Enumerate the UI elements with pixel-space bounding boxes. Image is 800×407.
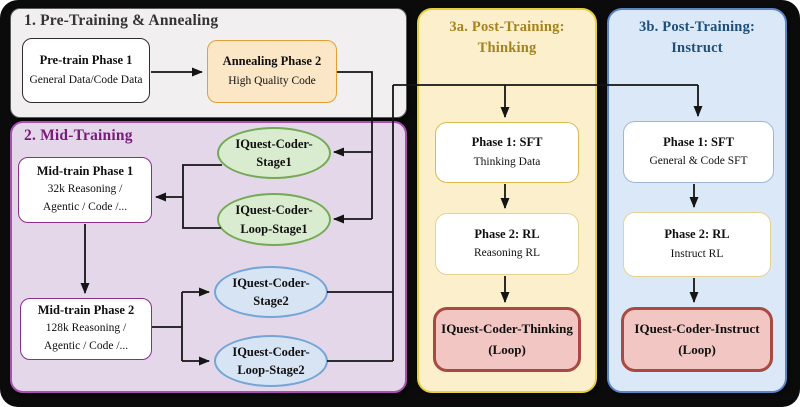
node-loop-stage2-line2: Loop-Stage2 bbox=[237, 363, 305, 377]
panel-pretraining-title: 1. Pre-Training & Annealing bbox=[24, 12, 219, 29]
node-thinking-phase1-sft: Phase 1: SFT Thinking Data bbox=[435, 122, 579, 183]
node-iquest-coder-instruct-result: IQuest-Coder-Instruct (Loop) bbox=[621, 307, 773, 372]
node-instruct-phase1-title: Phase 1: SFT bbox=[663, 134, 734, 149]
node-thinking-result-line2: (Loop) bbox=[488, 341, 526, 357]
node-midtrain-phase1-line2: Agentic / Code /... bbox=[42, 200, 128, 213]
node-instruct-result-line1: IQuest-Coder-Instruct bbox=[634, 321, 760, 337]
node-instruct-result-line2: (Loop) bbox=[678, 341, 716, 357]
panel-thinking-title-line1: 3a. Post-Training: bbox=[449, 19, 565, 35]
panel-instruct-title: 3b. Post-Training: Instruct bbox=[607, 17, 787, 59]
node-iquest-coder-thinking-result: IQuest-Coder-Thinking (Loop) bbox=[433, 307, 581, 372]
panel-instruct-title-line2: Instruct bbox=[671, 40, 723, 56]
node-midtrain-phase1: Mid-train Phase 1 32k Reasoning / Agenti… bbox=[18, 157, 152, 223]
panel-thinking-title-line2: Thinking bbox=[477, 40, 537, 56]
panel-thinking-title: 3a. Post-Training: Thinking bbox=[417, 17, 597, 59]
node-thinking-phase1-subtitle: Thinking Data bbox=[473, 155, 541, 168]
node-stage1-line1: IQuest-Coder- bbox=[235, 136, 313, 151]
node-instruct-phase1-subtitle: General & Code SFT bbox=[649, 155, 748, 168]
node-iquest-coder-stage2: IQuest-Coder- Stage2 bbox=[214, 266, 328, 318]
node-instruct-phase1-sft: Phase 1: SFT General & Code SFT bbox=[623, 121, 774, 183]
node-instruct-phase2-rl: Phase 2: RL Instruct RL bbox=[623, 212, 771, 277]
node-pretrain-phase1-subtitle: General Data/Code Data bbox=[29, 73, 143, 86]
node-stage1-line2: Stage1 bbox=[256, 155, 292, 169]
node-midtrain-phase1-line1: 32k Reasoning / bbox=[47, 182, 123, 195]
node-iquest-coder-loop-stage2: IQuest-Coder- Loop-Stage2 bbox=[214, 335, 328, 387]
node-thinking-phase2-subtitle: Reasoning RL bbox=[473, 247, 541, 260]
node-loop-stage1-line1: IQuest-Coder- bbox=[235, 203, 313, 218]
node-annealing-phase2: Annealing Phase 2 High Quality Code bbox=[207, 40, 337, 103]
node-instruct-phase2-title: Phase 2: RL bbox=[664, 227, 730, 242]
node-loop-stage2-line1: IQuest-Coder- bbox=[232, 344, 310, 359]
node-stage2-line2: Stage2 bbox=[253, 294, 289, 308]
node-loop-stage1-line2: Loop-Stage1 bbox=[240, 221, 308, 236]
node-thinking-phase2-title: Phase 2: RL bbox=[474, 226, 540, 241]
panel-instruct-title-line1: 3b. Post-Training: bbox=[638, 19, 756, 35]
node-annealing-phase2-title: Annealing Phase 2 bbox=[222, 54, 322, 69]
node-midtrain-phase2-line2: Agentic / Code /... bbox=[43, 339, 129, 352]
node-instruct-phase2-subtitle: Instruct RL bbox=[670, 247, 724, 260]
node-stage2-line1: IQuest-Coder- bbox=[232, 275, 310, 290]
node-midtrain-phase2-line1: 128k Reasoning / bbox=[45, 321, 127, 334]
node-iquest-coder-loop-stage1: IQuest-Coder- Loop-Stage1 bbox=[217, 193, 331, 246]
node-pretrain-phase1: Pre-train Phase 1 General Data/Code Data bbox=[22, 38, 150, 103]
panel-midtraining-title: 2. Mid-Training bbox=[24, 127, 133, 144]
node-thinking-result-line1: IQuest-Coder-Thinking bbox=[441, 321, 573, 337]
node-pretrain-phase1-title: Pre-train Phase 1 bbox=[39, 53, 133, 68]
node-thinking-phase1-title: Phase 1: SFT bbox=[471, 135, 543, 150]
node-midtrain-phase2-title: Mid-train Phase 2 bbox=[37, 303, 135, 318]
node-thinking-phase2-rl: Phase 2: RL Reasoning RL bbox=[435, 213, 579, 275]
node-midtrain-phase2: Mid-train Phase 2 128k Reasoning / Agent… bbox=[20, 298, 152, 360]
node-annealing-phase2-subtitle: High Quality Code bbox=[228, 74, 316, 87]
node-iquest-coder-stage1: IQuest-Coder- Stage1 bbox=[217, 127, 331, 179]
node-midtrain-phase1-title: Mid-train Phase 1 bbox=[36, 164, 134, 179]
